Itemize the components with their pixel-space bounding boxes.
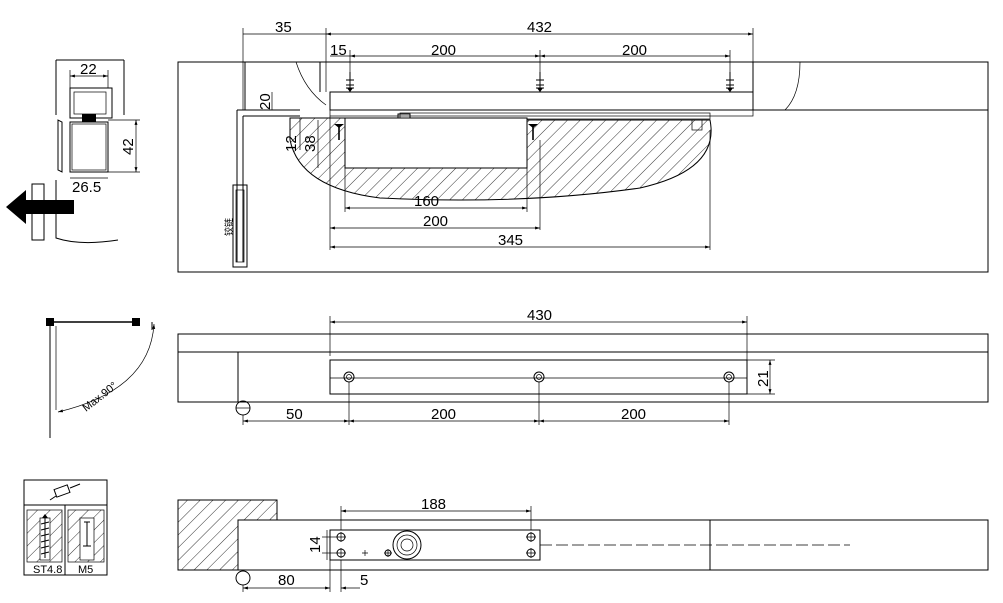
machine-screw-icon [79,517,95,561]
dim-345: 345 [498,232,523,249]
screw [536,72,544,92]
dim-5: 5 [360,572,368,589]
hinge-label: 铰链 [223,218,234,236]
closer-rail [329,91,754,111]
top-view: 铰链 [177,19,989,273]
fixing-hole [336,532,346,542]
wood-screw-icon [39,514,51,561]
dim-432: 432 [527,19,552,36]
middle-view: 430 21 50 200 200 [177,307,989,425]
detail-view: 22 42 26.5 [6,59,140,244]
spindle-icon [392,530,422,560]
st4-8-label: ST4.8 [33,564,62,576]
dim-200-mid-left: 200 [431,406,456,423]
dim-200-top-left: 200 [431,42,456,59]
dim-188: 188 [421,496,446,513]
screw-legend: ST4.8 M5 [23,479,108,576]
m5-label: M5 [78,564,93,576]
dim-14: 14 [307,536,324,553]
fixing-hole [336,548,346,558]
screw [726,72,734,92]
fixing-hole [526,532,536,542]
fixing-hole [384,549,392,557]
dim-12: 12 [283,135,300,152]
screwdriver-icon [49,483,81,501]
angle-view: Max.90° [46,318,156,438]
mounting-plate [329,359,748,395]
dim-22: 22 [80,61,97,78]
screw [346,72,354,92]
dim-38: 38 [302,135,319,152]
dim-20: 20 [257,93,274,110]
fixing-hole [526,548,536,558]
dim-200-bottom: 200 [423,213,448,230]
door-hatched-section [289,117,712,201]
mounting-hole [723,371,735,383]
dim-35: 35 [275,19,292,36]
top-frame-panel [177,61,989,273]
hinge [232,184,248,268]
push-arrow-icon [6,190,74,224]
dim-21: 21 [755,370,772,387]
dim-160: 160 [414,193,439,210]
dim-200-mid-right: 200 [621,406,646,423]
dim-200-top-right: 200 [622,42,647,59]
mounting-hole [343,371,355,383]
hinge-pivot-icon [235,570,251,586]
mounting-hole [533,371,545,383]
dim-26-5: 26.5 [72,179,101,196]
dim-80: 80 [278,572,295,589]
max-angle-label: Max.90° [80,380,119,414]
dim-430: 430 [527,307,552,324]
dim-42: 42 [120,138,137,155]
bottom-view: 188 14 80 5 [177,496,989,592]
dim-50: 50 [286,406,303,423]
dim-15: 15 [330,42,347,59]
